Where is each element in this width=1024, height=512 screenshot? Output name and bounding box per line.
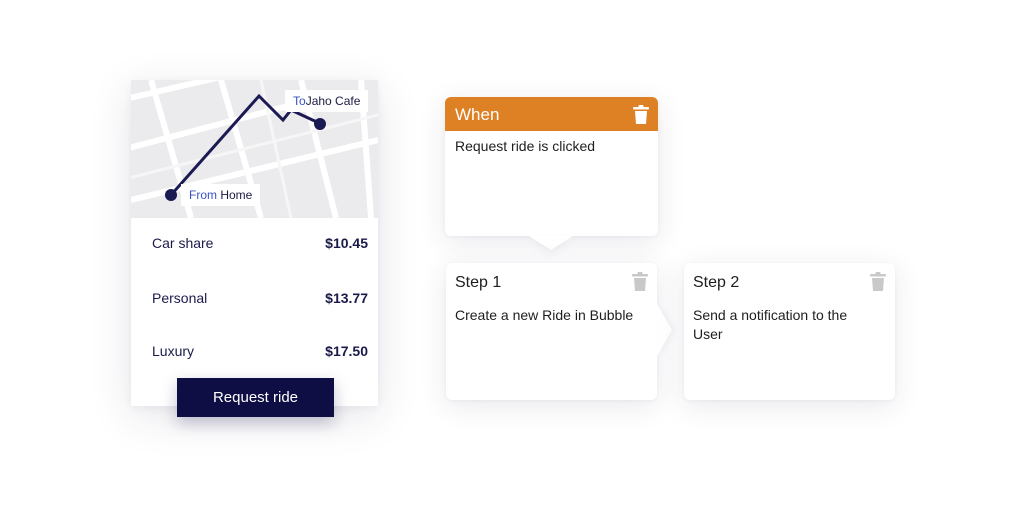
route-map[interactable]: ToJaho Cafe From Home	[131, 80, 378, 218]
ride-name: Luxury	[152, 343, 195, 359]
when-trigger-card[interactable]: When Request ride is clicked	[445, 97, 658, 236]
step-arrow	[657, 304, 672, 356]
ride-price: $10.45	[325, 235, 368, 251]
step-title: Step 1	[455, 274, 502, 291]
ride-option-luxury[interactable]: Luxury $17.50	[152, 343, 368, 363]
ride-name: Car share	[152, 235, 214, 251]
origin-name: Home	[220, 188, 253, 202]
origin-pin	[165, 189, 177, 201]
when-title: When	[455, 105, 500, 124]
destination-label: ToJaho Cafe	[285, 90, 369, 112]
route-line	[169, 93, 320, 196]
ride-option-car-share[interactable]: Car share $10.45	[152, 235, 368, 255]
trash-icon[interactable]	[632, 272, 648, 291]
destination-prefix: To	[293, 94, 306, 108]
ride-option-personal[interactable]: Personal $13.77	[152, 290, 368, 310]
trash-icon[interactable]	[633, 105, 649, 124]
ride-name: Personal	[152, 290, 208, 306]
origin-label: From Home	[181, 184, 261, 206]
destination-pin	[314, 118, 326, 130]
connector-pointer	[529, 236, 573, 250]
when-header: When	[445, 97, 658, 131]
trash-icon[interactable]	[870, 272, 886, 291]
step-title: Step 2	[693, 274, 740, 291]
ride-price: $13.77	[325, 290, 368, 306]
trigger-event: Request ride is clicked	[455, 138, 596, 154]
request-ride-button[interactable]: Request ride	[177, 378, 334, 417]
step-action: Create a new Ride in Bubble	[455, 307, 634, 323]
step-card-1[interactable]: Step 1 Create a new Ride in Bubble	[446, 263, 657, 400]
ride-price: $17.50	[325, 343, 368, 359]
step-action: Send a notification to the User	[693, 307, 848, 342]
step-card-2[interactable]: Step 2 Send a notification to the User	[684, 263, 895, 400]
destination-name: Jaho Cafe	[305, 94, 361, 108]
origin-prefix: From	[189, 188, 217, 202]
ride-card: ToJaho Cafe From Home Car share $10.45 P…	[131, 80, 378, 406]
